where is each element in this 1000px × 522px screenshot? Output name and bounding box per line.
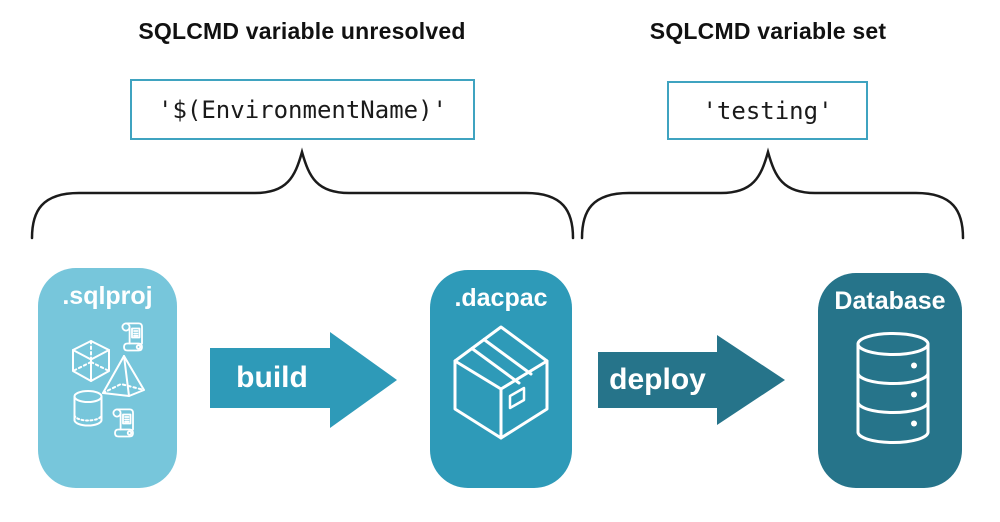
deploy-arrow-shape — [598, 335, 785, 425]
left-heading: SQLCMD variable unresolved — [138, 18, 466, 44]
right-brace — [580, 147, 965, 240]
set-variable-code-box: 'testing' — [667, 81, 868, 140]
left-brace — [30, 147, 575, 240]
set-variable-code-text: 'testing' — [702, 96, 833, 125]
database-icon — [856, 332, 930, 444]
right-heading: SQLCMD variable set — [649, 18, 887, 44]
build-arrow-shape — [210, 332, 397, 428]
dacpac-node-label: .dacpac — [454, 284, 548, 312]
package-icon — [453, 325, 549, 440]
sql-script-icon — [112, 408, 134, 438]
braces-graphic — [30, 147, 965, 240]
sql-script-icon — [121, 322, 143, 352]
deploy-arrow — [598, 335, 785, 425]
sql-project-objects-icon — [72, 322, 145, 438]
sqlproj-node — [38, 268, 177, 488]
dacpac-node-bg — [430, 270, 572, 488]
unresolved-variable-code-box: '$(EnvironmentName)' — [130, 79, 475, 140]
cylinder-icon — [73, 390, 103, 427]
unresolved-variable-code-text: '$(EnvironmentName)' — [158, 95, 447, 124]
pyramid-icon — [102, 355, 145, 397]
database-dot — [911, 420, 917, 427]
database-dot — [911, 362, 917, 369]
database-node-label: Database — [834, 287, 946, 315]
sqlproj-node-bg — [38, 268, 177, 488]
build-arrow — [210, 332, 397, 428]
dacpac-node — [430, 270, 572, 488]
build-arrow-label: build — [236, 361, 308, 394]
database-dot — [911, 391, 917, 398]
sqlproj-node-label: .sqlproj — [62, 282, 153, 310]
deploy-arrow-label: deploy — [609, 363, 706, 396]
cube-icon — [72, 340, 110, 382]
